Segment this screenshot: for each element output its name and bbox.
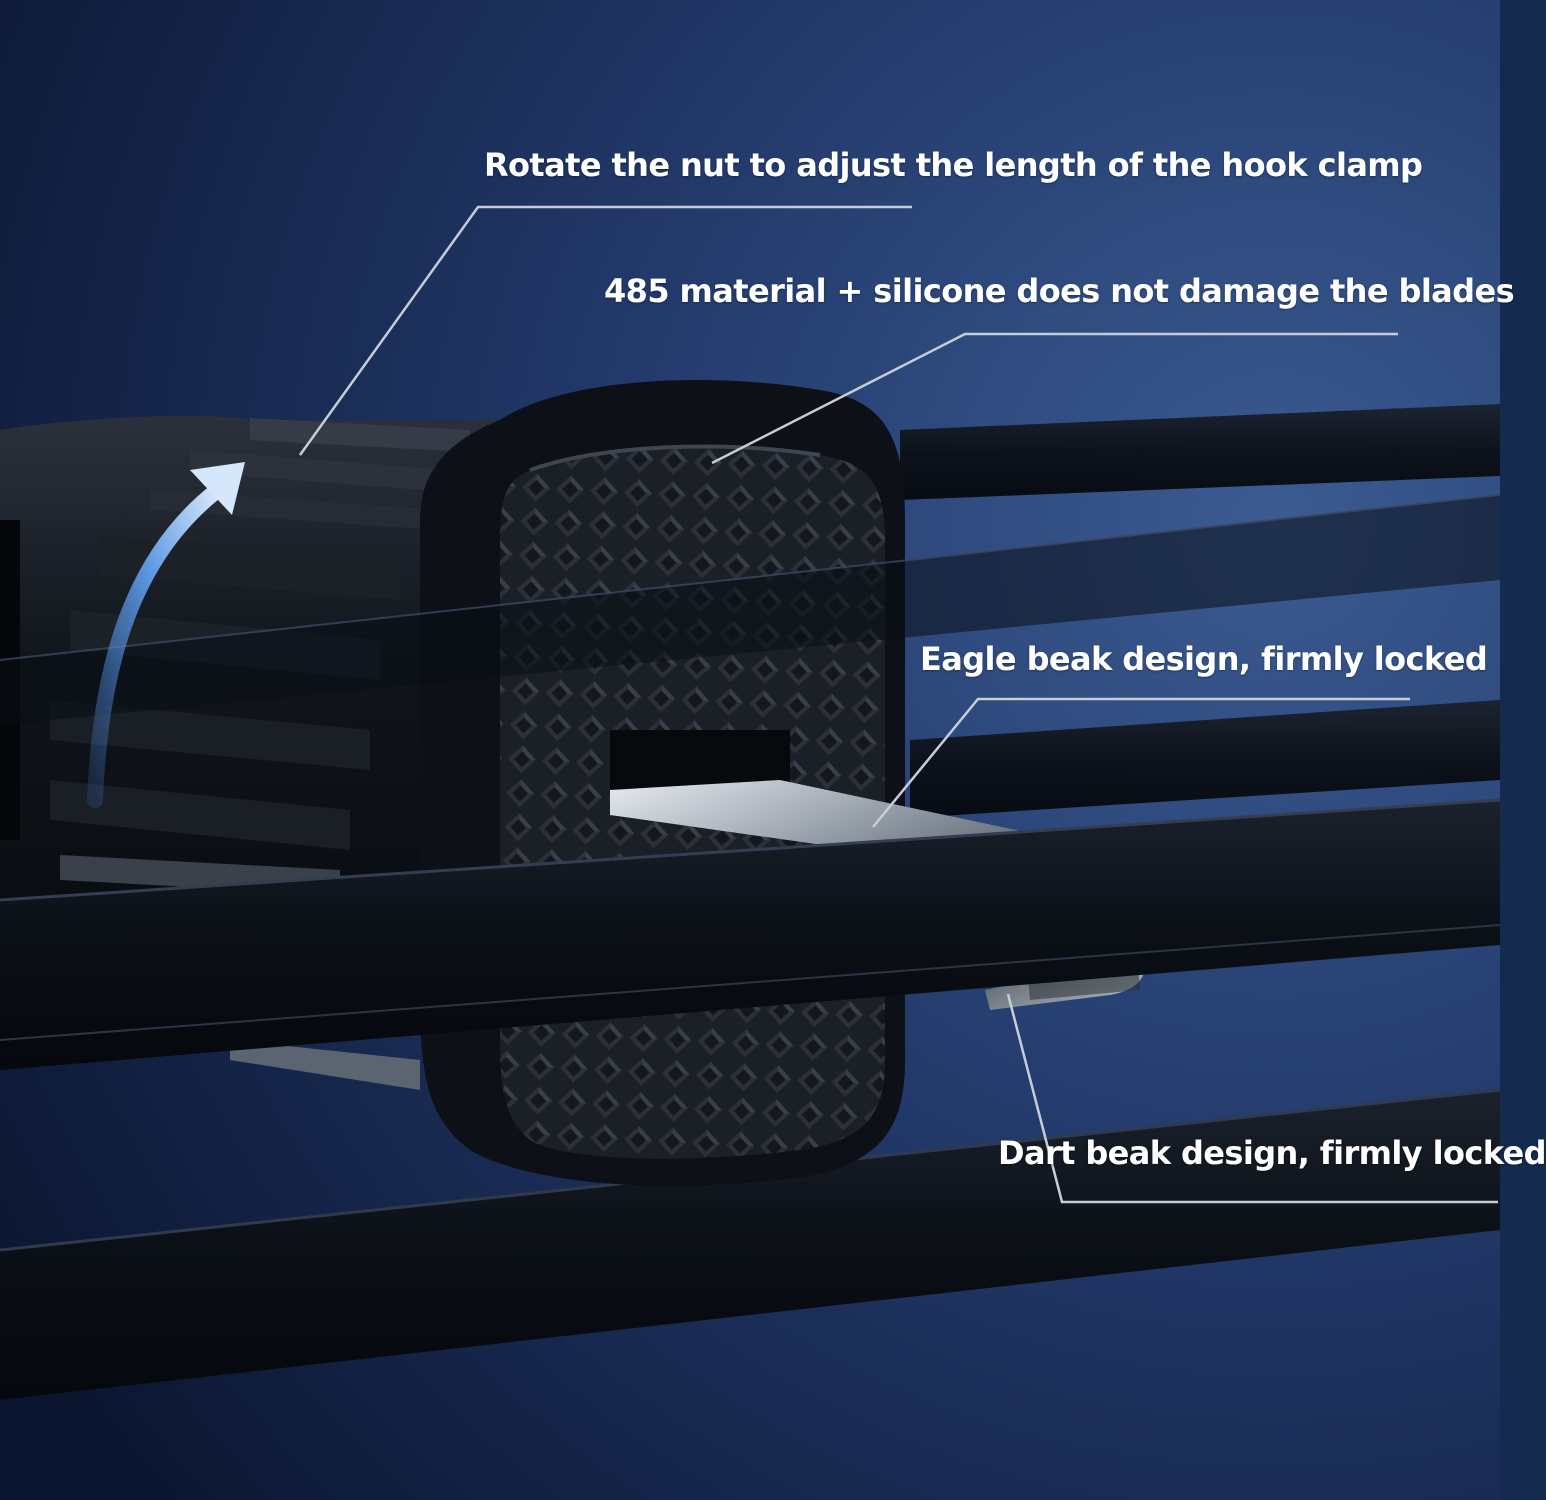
callout-dart-beak-label: Dart beak design, firmly locked (998, 1134, 1546, 1172)
vent-blades-front (0, 494, 1501, 1070)
leader-line-material (711, 332, 1398, 465)
callout-eagle-beak-label: Eagle beak design, firmly locked (920, 640, 1488, 678)
vent-mount-illustration (0, 0, 1501, 1500)
rotation-arrow (87, 462, 245, 808)
leader-lines (298, 205, 1498, 1204)
vent-blades-back (0, 404, 1501, 1400)
leader-line-eagle-beak (872, 697, 1410, 828)
callout-material-label: 485 material + silicone does not damage … (604, 272, 1515, 310)
leader-line-dart-beak (1006, 993, 1498, 1204)
leader-line-nut (298, 205, 912, 456)
callout-nut-label: Rotate the nut to adjust the length of t… (484, 146, 1423, 184)
clip-pad-housing (420, 380, 905, 1186)
